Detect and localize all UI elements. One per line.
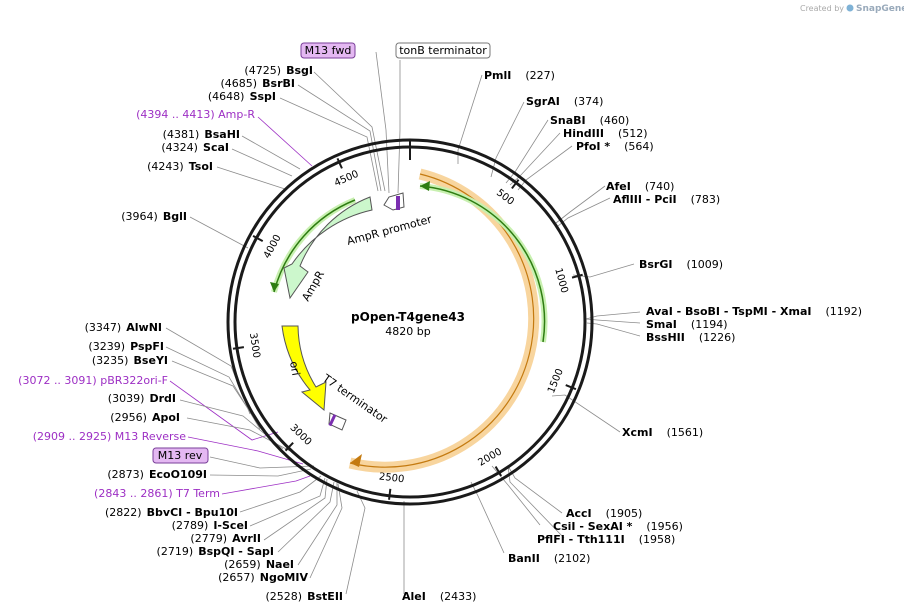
- ring-tick-4500: [336, 157, 343, 169]
- ring-tick-label-3500: 3500: [247, 332, 262, 359]
- site-label-bspqi: (2719) BspQI - SapI: [157, 540, 274, 559]
- green-left-arrow-icon: [270, 282, 279, 292]
- site-label-ngomiv: (2657) NgoMIV: [218, 566, 308, 585]
- site-label-bsahi: (4381) BsaHI: [163, 123, 240, 142]
- site-label-avai: AvaI - BsoBI - TspMI - XmaI(1192): [646, 305, 862, 318]
- green-left-line: [273, 199, 356, 293]
- ring-tick-3000: [284, 442, 294, 452]
- primer-mark-icon: [396, 196, 400, 210]
- site-label-afei: AfeI(740): [606, 180, 674, 193]
- ring-tick-label-1500: 1500: [546, 367, 566, 395]
- site-label-tsoi: (4243) TsoI: [147, 155, 213, 174]
- site-label-banii: BanII(2102): [508, 552, 590, 565]
- site-label-alei: AleI(2433): [402, 590, 476, 603]
- primer-label-t7-term: (2843 .. 2861) T7 Term: [94, 487, 220, 500]
- site-label-snabi: SnaBI(460): [550, 114, 629, 127]
- site-label-bsgi: (4725) BsgI: [244, 59, 313, 78]
- ampr-promoter-feature: [383, 192, 405, 211]
- primer-label-pbr322ori-f: (3072 .. 3091) pBR322ori-F: [18, 374, 168, 387]
- primer-label-amp-r: (4394 .. 4413) Amp-R: [136, 108, 255, 121]
- feature-label-ori: ori: [287, 360, 302, 376]
- plasmid-size: 4820 bp: [385, 325, 430, 338]
- site-label-afliii: AflIII - PciI(783): [613, 193, 720, 206]
- site-label-acci: AccI(1905): [566, 507, 642, 520]
- site-label-drdi: (3039) DrdI: [108, 387, 176, 406]
- feature-label-ampr-promoter: AmpR promoter: [345, 213, 433, 248]
- tonb-terminator-box: [395, 42, 491, 59]
- site-label-bbvci: (2822) BbvCI - Bpu10I: [105, 501, 238, 520]
- site-label-bsrbi: (4685) BsrBI: [220, 72, 295, 91]
- ori-feature-arrow: [281, 325, 327, 411]
- site-label-naei: (2659) NaeI: [224, 553, 294, 572]
- site-label-sspi: (4648) SspI: [208, 85, 276, 104]
- m13-rev-label: M13 rev: [158, 449, 203, 462]
- site-label-smai: SmaI(1194): [646, 318, 727, 331]
- ring-tick-500: [511, 179, 520, 190]
- site-label-pspfi: (3239) PspFI: [88, 335, 164, 354]
- site-label-pfoi: PfoI *(564): [576, 140, 654, 153]
- ring-tick-label-2500: 2500: [378, 471, 405, 485]
- snapgene-logo-icon: [846, 4, 854, 12]
- site-label-xcmi: XcmI(1561): [622, 426, 703, 439]
- site-label-bsshii: BssHII(1226): [646, 331, 735, 344]
- site-label-hindiii: HindIII(512): [563, 127, 648, 140]
- site-label-bsrgi: BsrGI(1009): [639, 258, 723, 271]
- site-label-pflfi: PflFI - Tth111I(1958): [537, 533, 675, 546]
- site-label-avrii: (2779) AvrII: [190, 527, 261, 546]
- watermark-brand: SnapGene: [856, 4, 904, 14]
- ring-tick-3500: [232, 346, 245, 350]
- site-label-bsteii: (2528) BstEII: [265, 585, 343, 604]
- watermark-prefix: Created by: [800, 4, 844, 13]
- primer-label-m13-reverse: (2909 .. 2925) M13 Reverse: [33, 430, 186, 443]
- ring-tick-label-500: 500: [494, 187, 516, 207]
- ring-tick-label-2000: 2000: [476, 446, 504, 468]
- ring-tick-2500: [388, 488, 392, 500]
- site-label-pmli: PmlI(227): [484, 69, 555, 82]
- site-label-bseyi: (3235) BseYI: [92, 349, 168, 368]
- m13-fwd-box: [300, 42, 356, 59]
- site-label-alwni: (3347) AlwNI: [85, 316, 162, 335]
- site-label-bgli: (3964) BglI: [121, 205, 187, 224]
- ring-tick-1500: [565, 384, 577, 391]
- ring-tick-label-1000: 1000: [552, 267, 569, 294]
- m13-fwd-label: M13 fwd: [305, 44, 352, 57]
- primer-mark-icon: [328, 414, 337, 427]
- site-label-sgrai: SgrAI(374): [526, 95, 603, 108]
- orange-feature-arrow-icon: [350, 454, 362, 467]
- site-label-i-scei: (2789) I-SceI: [172, 514, 248, 533]
- site-label-apoi: (2956) ApoI: [110, 406, 180, 425]
- site-label-ecoo109i: (2873) EcoO109I: [107, 463, 207, 482]
- ring-tick-1000: [571, 273, 583, 279]
- site-label-csii: CsiI - SexAI *(1956): [553, 520, 683, 533]
- green-feature-line: [419, 185, 546, 343]
- plasmid-name: pOpen-T4gene43: [351, 310, 465, 324]
- ampr-feature-arrow: [283, 196, 373, 300]
- tonb-terminator-label: tonB terminator: [399, 44, 487, 57]
- site-label-scai: (4324) ScaI: [161, 136, 229, 155]
- ring-tick-label-4000: 4000: [262, 233, 284, 261]
- green-feature-arrow-icon: [420, 181, 430, 191]
- ring-tick-label-4500: 4500: [333, 169, 361, 189]
- ring-tick-4000: [252, 235, 264, 243]
- ring-tick-2000: [494, 466, 503, 477]
- m13-rev-box: [152, 447, 209, 464]
